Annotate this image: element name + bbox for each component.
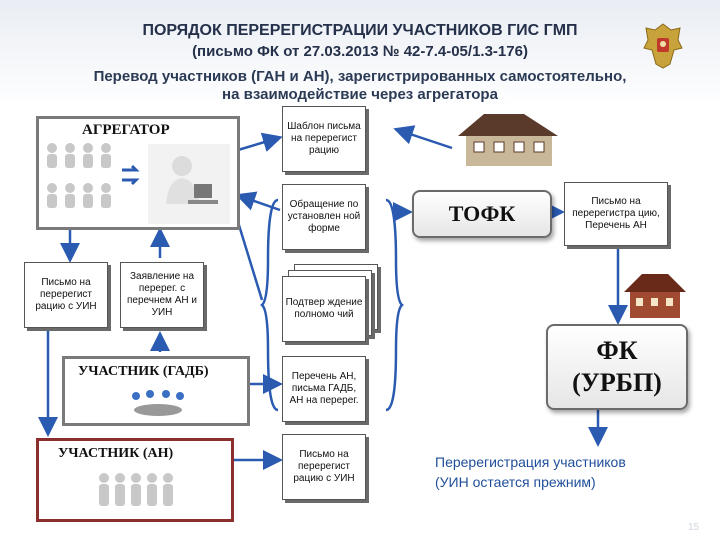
doc-list-letters: Перечень АН, письма ГАДБ, АН на перерег. (282, 356, 366, 422)
meeting-icon (132, 390, 184, 416)
participant-gadb-label: УЧАСТНИК (ГАДБ) (78, 364, 209, 379)
doc-letter-uin-right: Письмо на перерегист рацию с УИН (282, 434, 366, 500)
emblem-icon (643, 23, 683, 69)
doc-appeal: Обращение по установлен ной форме (282, 184, 366, 250)
people-group-icon (47, 143, 111, 208)
subtitle-line-2: на взаимодействие через агрегатора (222, 86, 498, 103)
fk-node: ФК (УРБП) (546, 324, 688, 410)
tofk-node: ТОФК (412, 190, 552, 238)
subtitle-line-1: Перевод участников (ГАН и АН), зарегистр… (93, 68, 627, 85)
title-line-2: (письмо ФК от 27.03.2013 № 42-7.4-05/1.3… (192, 43, 528, 60)
exchange-arrows-icon (122, 164, 140, 186)
title-line-1: ПОРЯДОК ПЕРЕРЕГИСТРАЦИИ УЧАСТНИКОВ ГИС Г… (142, 22, 578, 39)
result-line-1: Перерегистрация участников (435, 454, 626, 470)
people-row-icon (99, 473, 173, 506)
subtitle: Перевод участников (ГАН и АН), зарегистр… (60, 68, 660, 104)
arrow-agg-template (237, 132, 283, 152)
arrow-house-template (393, 125, 453, 150)
page-number: 15 (688, 522, 700, 533)
result-line-2: (УИН остается прежним) (435, 474, 596, 490)
fk-label: ФК (596, 336, 638, 365)
doc-letter-uin-left: Письмо на перерегист рацию с УИН (24, 262, 108, 328)
doc-application: Заявление на перерег. с перечнем АН и УИ… (120, 262, 204, 328)
doc-confirmation: Подтвер ждение полномо чий (282, 276, 366, 342)
left-brace (260, 198, 279, 412)
line-agg-brace (236, 221, 264, 301)
house-icon (458, 114, 558, 166)
doc-template: Шаблон письма на перерегист рацию (282, 106, 366, 172)
result-text: Перерегистрация участников (УИН остается… (435, 452, 626, 492)
building-icon (624, 274, 686, 318)
right-brace (385, 198, 404, 412)
computer-user-icon (148, 144, 230, 224)
fk-sublabel: (УРБП) (572, 368, 662, 397)
arrow-appeal-agg (235, 191, 281, 212)
participant-an-label: УЧАСТНИК (АН) (58, 446, 174, 461)
doc-letter-tofk: Письмо на перерегистра цию, Перечень АН (564, 182, 668, 246)
aggregator-label: АГРЕГАТОР (82, 122, 170, 138)
